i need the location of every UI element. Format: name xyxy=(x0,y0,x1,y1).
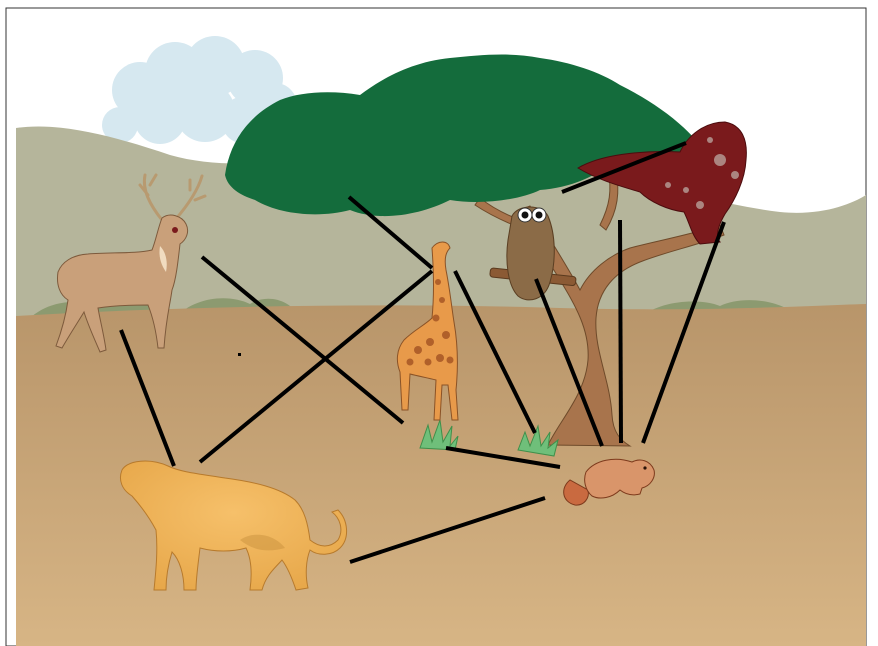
stray-dot xyxy=(238,353,241,356)
link-tree-squirrel xyxy=(620,220,621,443)
